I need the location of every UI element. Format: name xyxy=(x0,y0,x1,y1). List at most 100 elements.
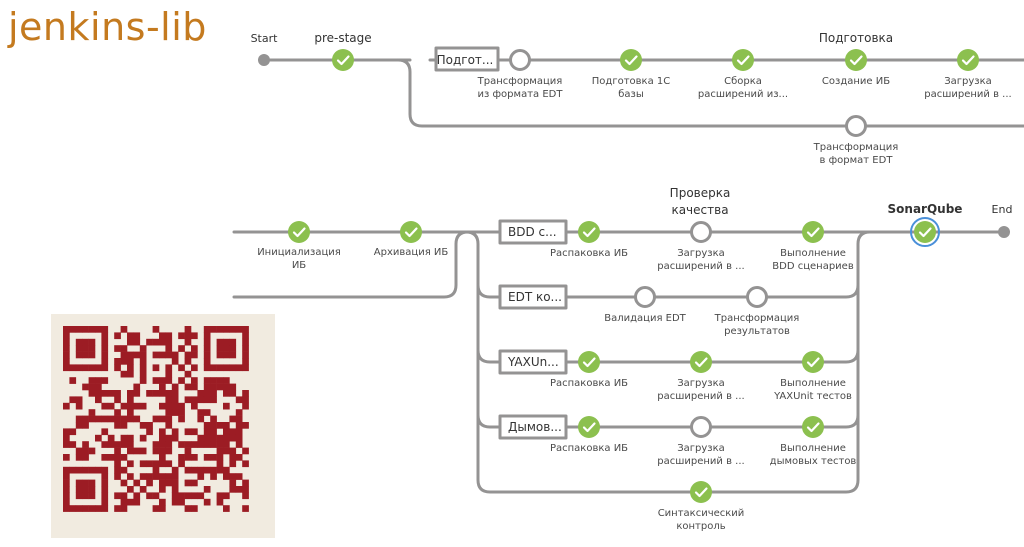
success-status-icon xyxy=(578,416,600,438)
success-status-icon xyxy=(690,351,712,373)
check-icon xyxy=(582,227,596,238)
branch-1-node-1-sublabel: результатов xyxy=(724,326,790,337)
group-podgotovka-label: Подготовка xyxy=(819,31,893,45)
check-icon xyxy=(582,422,596,433)
branch-0-node-2-label: Выполнение xyxy=(780,248,846,259)
check-icon xyxy=(806,227,820,238)
branch-2-node-2-label: Выполнение xyxy=(780,378,846,389)
success-status-icon xyxy=(288,221,310,243)
top-branch-line xyxy=(396,58,1024,128)
branch-3-node-2-label: Выполнение xyxy=(780,443,846,454)
check-icon xyxy=(694,487,708,498)
branch-0-label: BDD с... xyxy=(508,225,557,239)
branch-0-node-0[interactable] xyxy=(578,221,600,243)
not-built-status-icon xyxy=(845,115,867,137)
branch-3-node-2-sublabel: дымовых тестов xyxy=(770,456,857,467)
branch-3-label: Дымов... xyxy=(508,420,562,434)
success-status-icon xyxy=(914,221,936,243)
branch-3-node-1[interactable] xyxy=(690,416,712,438)
success-status-icon xyxy=(802,351,824,373)
check-icon xyxy=(806,422,820,433)
not-built-status-icon xyxy=(746,286,768,308)
top-lower-node[interactable] xyxy=(845,115,867,137)
check-icon xyxy=(694,357,708,368)
branch-2-node-1[interactable] xyxy=(690,351,712,373)
not-built-status-icon xyxy=(634,286,656,308)
top-lower-node-label: Трансформация xyxy=(813,142,899,153)
focus-ring xyxy=(910,217,940,247)
group-quality-label: Проверка xyxy=(670,186,731,200)
end-node xyxy=(998,226,1010,238)
bottom-node-0-sublabel: ИБ xyxy=(292,260,306,271)
check-icon xyxy=(336,55,350,66)
check-icon xyxy=(961,55,975,66)
branch-2-node-0[interactable] xyxy=(578,351,600,373)
success-status-icon xyxy=(957,49,979,71)
branch-0-node-1[interactable] xyxy=(690,221,712,243)
sonarqube-label: SonarQube xyxy=(888,202,963,216)
start-node xyxy=(258,54,270,66)
success-status-icon xyxy=(578,351,600,373)
top-node-4[interactable] xyxy=(957,49,979,71)
branch-1-label: EDT ко... xyxy=(508,290,562,304)
branch-3-node-1-label: Загрузка xyxy=(677,443,725,454)
success-status-icon xyxy=(578,221,600,243)
check-icon xyxy=(736,55,750,66)
stage-pre-stage[interactable] xyxy=(332,49,354,71)
branch-1-node-1[interactable] xyxy=(746,286,768,308)
branch-2-node-2-sublabel: YAXUnit тестов xyxy=(773,391,852,402)
syntax-node-sublabel: контроль xyxy=(676,521,725,532)
bottom-node-0-label: Инициализация xyxy=(257,247,341,258)
group-quality-label-2: качества xyxy=(671,203,728,217)
sonarqube-node[interactable] xyxy=(910,217,940,247)
branch-0-node-2[interactable] xyxy=(802,221,824,243)
branch-0-node-1-label: Загрузка xyxy=(677,248,725,259)
branch-1-node-1-label: Трансформация xyxy=(714,313,800,324)
top-node-1[interactable] xyxy=(620,49,642,71)
top-node-0[interactable] xyxy=(509,49,531,71)
not-built-status-icon xyxy=(509,49,531,71)
success-status-icon xyxy=(332,49,354,71)
top-node-0-sublabel: из формата EDT xyxy=(478,89,564,100)
top-node-3[interactable] xyxy=(845,49,867,71)
top-node-1-sublabel: базы xyxy=(618,89,644,100)
bottom-lower-line xyxy=(232,230,470,299)
end-label: End xyxy=(992,203,1013,216)
branch-2-node-1-label: Загрузка xyxy=(677,378,725,389)
branch-line-3 xyxy=(476,413,860,429)
branch-3-node-0-label: Распаковка ИБ xyxy=(550,443,628,454)
check-icon xyxy=(918,227,932,238)
bottom-node-1[interactable] xyxy=(400,221,422,243)
branch-line-2 xyxy=(476,348,860,364)
top-node-3-label: Создание ИБ xyxy=(822,76,890,87)
parallel-rail xyxy=(464,230,872,494)
qr-code xyxy=(51,314,275,538)
branch-3-node-2[interactable] xyxy=(802,416,824,438)
branch-0-node-1-sublabel: расширений в ... xyxy=(657,261,744,272)
check-icon xyxy=(582,357,596,368)
bottom-node-1-label: Архивация ИБ xyxy=(374,247,449,258)
branch-line-1 xyxy=(476,283,860,299)
check-icon xyxy=(292,227,306,238)
branch-1-node-0[interactable] xyxy=(634,286,656,308)
success-status-icon xyxy=(620,49,642,71)
top-node-4-sublabel: расширений в ... xyxy=(924,89,1011,100)
branch-1-node-0-label: Валидация EDT xyxy=(604,313,686,324)
top-lower-node-sublabel: в формат EDT xyxy=(820,155,894,166)
syntax-node-label: Синтаксический xyxy=(658,508,745,519)
start-label: Start xyxy=(251,32,279,45)
top-node-1-label: Подготовка 1С xyxy=(592,76,670,87)
top-node-2[interactable] xyxy=(732,49,754,71)
success-status-icon xyxy=(400,221,422,243)
stage-pre-stage-label: pre-stage xyxy=(314,31,371,45)
not-built-status-icon xyxy=(690,221,712,243)
branch-2-node-0-label: Распаковка ИБ xyxy=(550,378,628,389)
bottom-node-0[interactable] xyxy=(288,221,310,243)
branch-3-node-0[interactable] xyxy=(578,416,600,438)
success-status-icon xyxy=(732,49,754,71)
stage-podgot-label: Подгот... xyxy=(437,53,494,67)
success-status-icon xyxy=(690,481,712,503)
branch-2-node-2[interactable] xyxy=(802,351,824,373)
syntax-node[interactable] xyxy=(690,481,712,503)
